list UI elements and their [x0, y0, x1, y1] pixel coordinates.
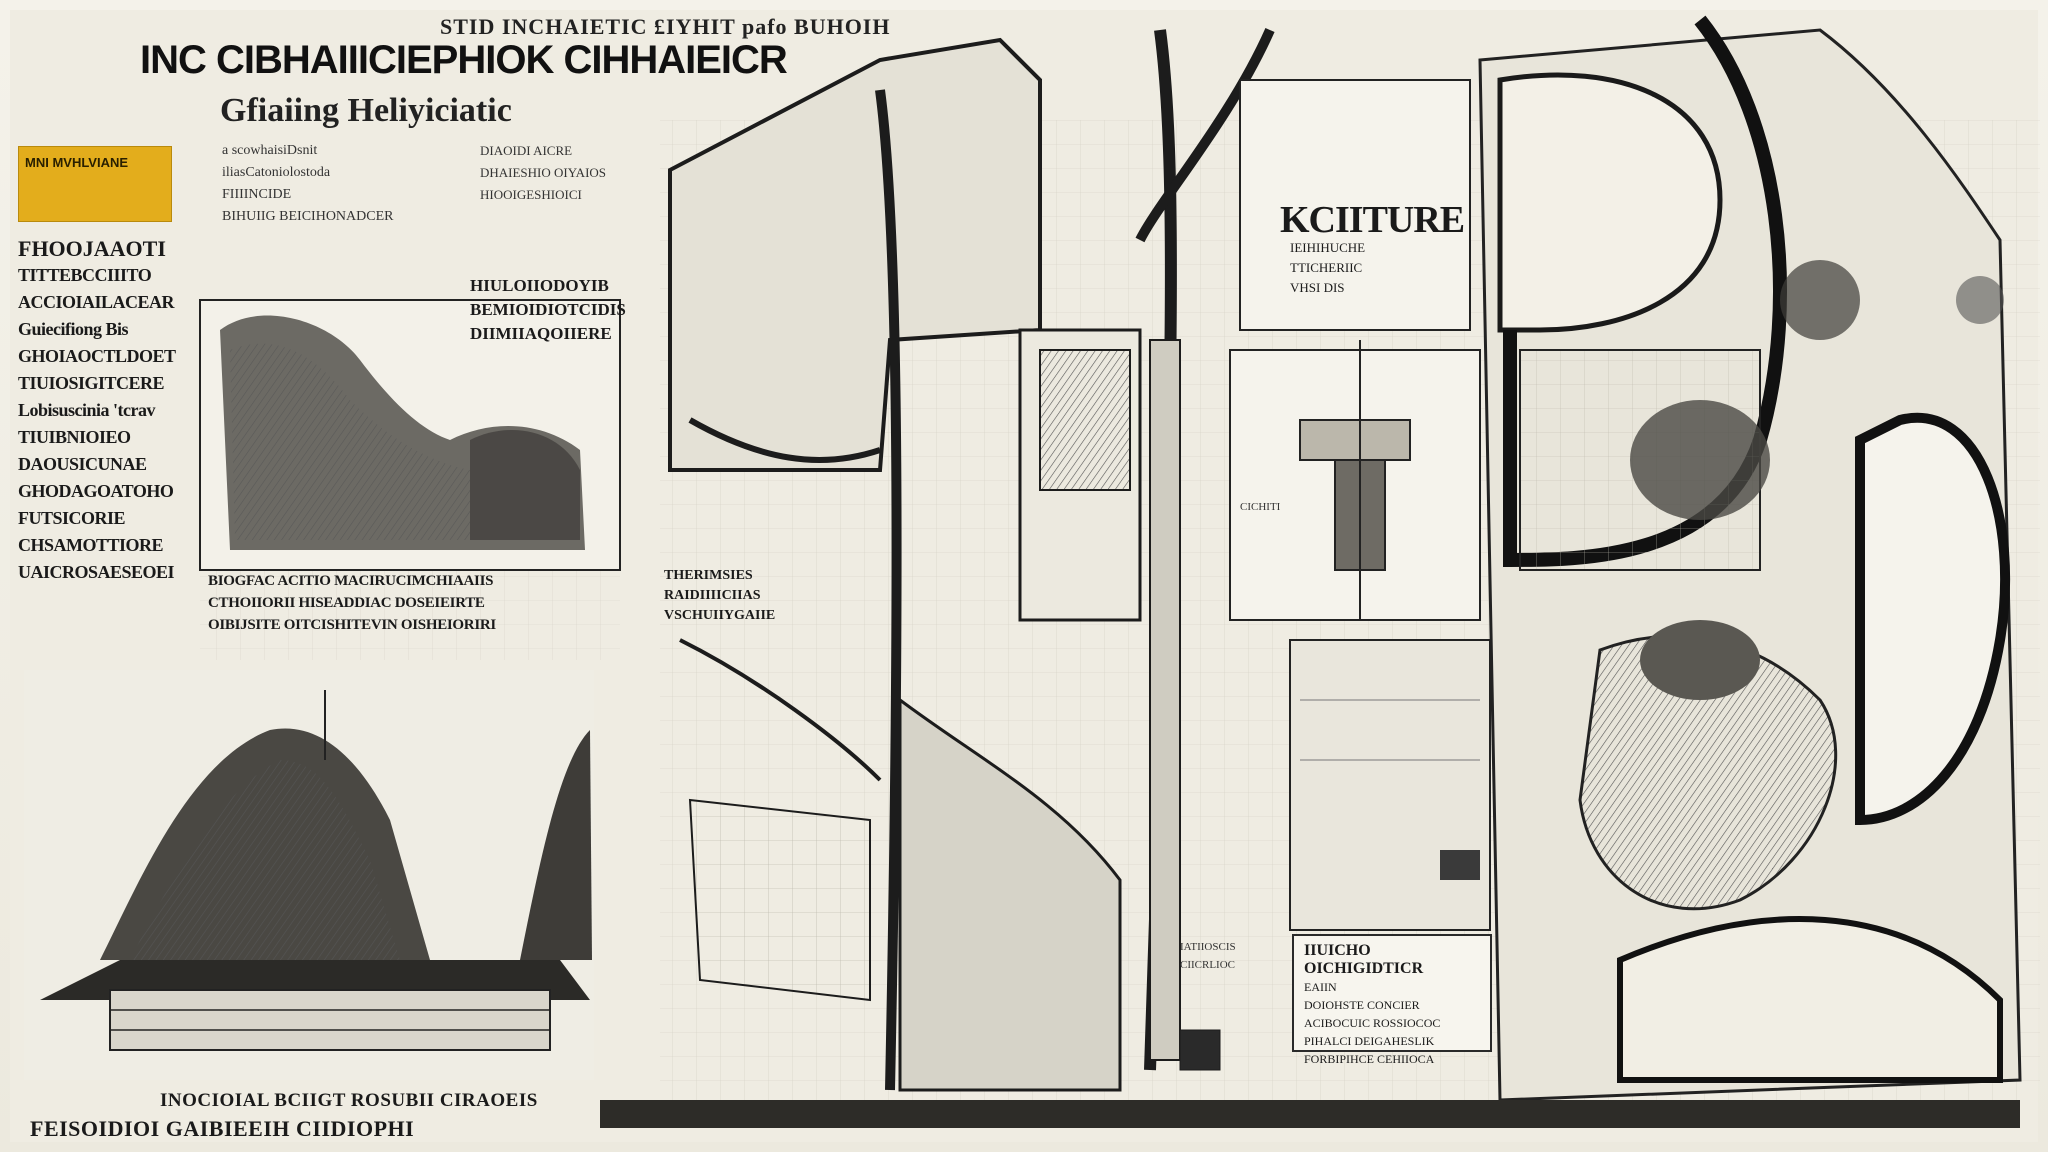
- caption-a-line: BEMIOIDIOTCIDIS: [470, 300, 626, 319]
- card-sub-line: IEIHIHUCHE: [1290, 240, 1366, 255]
- footer-line-a: INOCIOIAL BCIIGT ROSUBII CIRAOEIS: [160, 1090, 538, 1111]
- caption-c-line: RAIDIIIICIIAS: [664, 588, 761, 603]
- header-strip: STID INCHAIETIC £IYHIT pafo BUHOIH: [440, 14, 891, 39]
- card-sub-line: TTICHERIIC: [1290, 260, 1363, 275]
- side-line: TITTEBCCIIITO: [18, 265, 152, 285]
- caption-b-line: CTHOIIORII HISEADDIAC DOSEIEIRTE: [208, 595, 485, 611]
- note-line: FORBIPIHCE CEHIIOCA: [1304, 1052, 1435, 1066]
- footer-line-b: FEISOIDIOI GAIBIEEIH CIIDIOPHI: [30, 1116, 415, 1141]
- intro-line: BIHUIIG BEICIHONADCER: [222, 209, 394, 224]
- side-line: DAOUSICUNAE: [18, 454, 147, 474]
- small-label: IATIIOSCIS: [1180, 941, 1236, 953]
- mid-text: DIAOIDI AICRE DHAIESHIO OIYAIOS HIOOIGES…: [480, 140, 640, 206]
- mid-line: DHAIESHIO OIYAIOS: [480, 165, 607, 180]
- caption-b-line: OIBIJSITE OITCISHITEVIN OISHEIORIRI: [208, 617, 496, 633]
- note-box: IIUICHO OICHIGIDTICR EAIIN DOIOHSTE CONC…: [1292, 934, 1492, 1066]
- mid-line: HIOOIGESHIOICI: [480, 187, 582, 202]
- landscape-sketch-top: [199, 299, 621, 571]
- side-line: TIUIOSIGITCERE: [18, 373, 165, 393]
- intro-line: a scowhaisiDsnit: [222, 143, 318, 158]
- side-line: Guiecifiong Bis: [18, 319, 129, 339]
- caption-a: HIULOIIODOYIB BEMIOIDIOTCIDIS DIIMIIAQOI…: [470, 274, 626, 346]
- headline: INC CIBHAIIICIEPHIOK CIHHAIEICR: [140, 38, 788, 82]
- mountain-sketch-bottom: [24, 670, 594, 1080]
- caption-c-line: THERIMSIES: [664, 568, 753, 583]
- note-line: DOIOHSTE CONCIER: [1304, 998, 1420, 1012]
- side-line: FUTSICORIE: [18, 508, 126, 528]
- map-region-right: [1478, 15, 2022, 1102]
- note-line: ACIBOCUIC ROSSIOCOC: [1304, 1016, 1441, 1030]
- card-title: KCIITURE: [1280, 199, 1465, 241]
- small-label: CICHITI: [1240, 501, 1281, 513]
- architectural-plan: [668, 27, 1275, 1092]
- card-subtitle: IEIHIHUCHE TTICHERIIC VHSI DIS: [1290, 238, 1470, 298]
- side-column: FHOOJAAOTI TITTEBCCIIITO ACCIOIAILACEAR …: [18, 236, 194, 586]
- intro-line: iliasCatoniolostoda: [222, 165, 331, 180]
- caption-c-line: VSCHUIIYGAIIE: [664, 608, 776, 623]
- side-line: GHOIAOCTLDOET: [18, 346, 176, 366]
- caption-b: BIOGFAC ACITIO MACIRUCIMCHIAAIIS CTHOIIO…: [208, 570, 618, 636]
- caption-b-line: BIOGFAC ACITIO MACIRUCIMCHIAAIIS: [208, 573, 494, 589]
- side-line: Lobisuscinia 'tcrav: [18, 400, 156, 420]
- caption-c: THERIMSIES RAIDIIIICIIAS VSCHUIIYGAIIE: [664, 566, 784, 626]
- side-line: CHSAMOTTIORE: [18, 535, 164, 555]
- side-line: UAICROSAESEOEI: [18, 562, 175, 582]
- side-heading: FHOOJAAOTI: [18, 236, 166, 261]
- mid-line: DIAOIDI AICRE: [480, 143, 573, 158]
- note-title: IIUICHO OICHIGIDTICR: [1304, 942, 1424, 977]
- side-line: GHODAGOATOHO: [18, 481, 174, 501]
- yellow-tag: MNI MVHLVIANE: [18, 146, 172, 222]
- bottom-strip: [600, 1100, 2020, 1128]
- intro-text: a scowhaisiDsnit iliasCatoniolostoda FII…: [222, 140, 482, 228]
- small-label: CIICRLIOC: [1180, 959, 1235, 971]
- central-card-frame: [1229, 79, 1491, 931]
- caption-a-line: DIIMIIAQOIIERE: [470, 324, 612, 343]
- note-line: PIHALCI DEIGAHESLIK: [1304, 1034, 1435, 1048]
- side-line: TIUIBNIOIEO: [18, 427, 131, 447]
- subheadline: Gfiaiing Heliyiciatic: [220, 92, 512, 129]
- side-line: ACCIOIAILACEAR: [18, 292, 175, 312]
- caption-a-line: HIULOIIODOYIB: [470, 276, 609, 295]
- note-line: EAIIN: [1304, 980, 1337, 994]
- intro-line: FIIIINCIDE: [222, 187, 292, 202]
- card-sub-line: VHSI DIS: [1290, 280, 1345, 295]
